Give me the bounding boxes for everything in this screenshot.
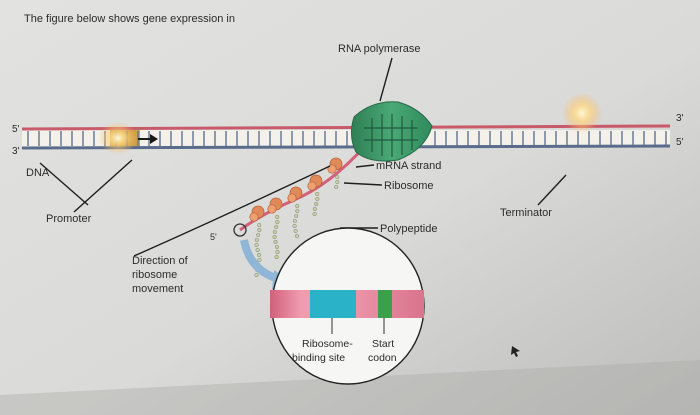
direction-label-line1: Direction of [132,255,189,267]
amino-acid [273,239,278,245]
amino-acid [257,227,262,233]
transcription-direction-arrow-icon [138,134,158,144]
amino-acid [315,191,320,197]
amino-acid [294,213,299,219]
polypeptide-chains [254,174,340,278]
amino-acid [334,184,339,190]
polypeptide-label: Polypeptide [380,223,438,235]
amino-acid [254,242,259,248]
amino-acid [335,174,340,180]
ribosome-binding-label-line2: binding site [292,352,345,364]
terminator-label: Terminator [500,207,552,219]
amino-acid [256,232,261,238]
amino-acid [257,222,262,228]
direction-label-line2: ribosome [132,269,177,281]
rna-polymerase [350,101,433,162]
amino-acid [295,203,300,209]
mouse-cursor-icon [511,346,520,357]
amino-acid [314,201,319,207]
leader-lines [39,57,567,257]
mrna-strand-label: mRNA strand [376,160,441,172]
amino-acid [295,208,300,214]
amino-acid [275,249,280,255]
amino-acid [275,214,280,220]
ribosome-label: Ribosome [384,180,434,192]
amino-acid [315,196,320,202]
mrna-zoom-callout: Ribosome- binding site Start codon [270,227,425,385]
ribosome-small-subunit [307,181,317,191]
amino-acid [256,252,262,258]
ribosome-small-subunit [287,193,297,203]
ribosomes [249,157,343,222]
start-codon-block [378,290,392,318]
glare-spot-left [98,122,138,154]
amino-acid [272,229,277,235]
mrna-five-prime-circle [233,223,247,237]
dna-five-prime-right: 5' [676,137,684,148]
amino-acid [254,237,259,243]
ribosome-binding-site-block [310,290,356,318]
amino-acid [254,272,259,278]
amino-acid [292,218,297,224]
mrna-five-prime-label: 5' [210,232,217,242]
amino-acid [293,228,298,234]
amino-acid [274,254,279,260]
amino-acid [294,233,300,239]
background-shadow [0,360,700,415]
amino-acid [274,244,280,250]
dna-rungs [27,131,667,146]
amino-acid [312,206,317,212]
ribosome-small-subunit [327,164,337,174]
ribosome-small-subunit [249,212,259,222]
ribosome-small-subunit [267,204,277,214]
amino-acid [274,224,279,230]
glare-spot-right [562,93,602,133]
direction-label-line3: movement [132,283,183,295]
promoter-label: Promoter [46,213,92,225]
amino-acid [275,219,280,225]
rna-polymerase-label: RNA polymerase [338,43,421,55]
amino-acid [335,179,340,185]
amino-acid [292,223,297,229]
amino-acid [257,257,262,263]
dna-five-prime-left: 5' [12,124,20,135]
ribosome-binding-label-line1: Ribosome- [302,338,353,350]
dna-label: DNA [26,167,50,179]
figure-caption: The figure below shows gene expression i… [24,13,235,25]
dna-three-prime-right: 3' [676,113,684,124]
amino-acid [272,234,277,240]
dna-three-prime-left: 3' [12,146,20,157]
amino-acid [255,247,260,253]
mrna-with-ribosomes [233,143,368,278]
start-codon-label-line2: codon [368,352,397,364]
amino-acid [312,211,317,217]
start-codon-label-line1: Start [372,338,394,350]
